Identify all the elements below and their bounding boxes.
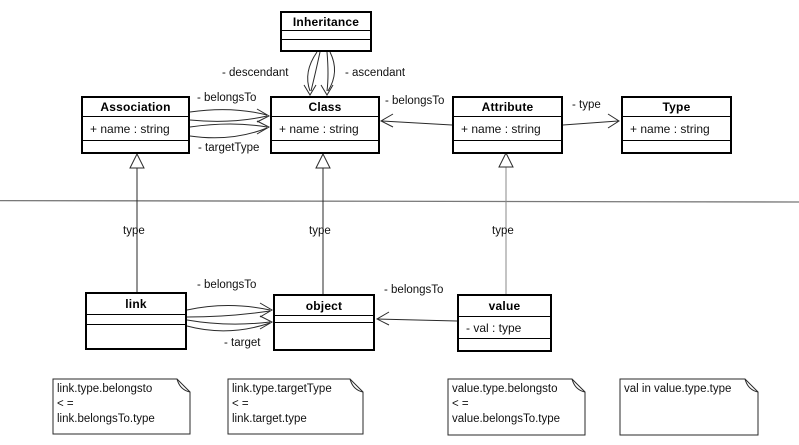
edge-label-attr-belongsto: - belongsTo [385,95,445,107]
class-box-inheritance: Inheritance [280,11,372,52]
edge-association-targettype [189,120,271,139]
class-box-class: Class+ name : string [270,96,380,154]
edge-value-instanceof-attribute [498,151,514,294]
class-name-object: object [275,296,373,316]
edge-label-descendant: - descendant [222,67,289,79]
class-box-value: value- val : type [457,294,552,352]
edge-object-instanceof-class [315,152,331,294]
edge-label-assoc-targettype: - targetType [198,142,260,154]
class-box-link: link [85,292,187,350]
note-line: value.type.belongsto [452,383,558,395]
class-box-object: object [273,294,375,351]
edge-attribute-type [562,113,620,129]
edge-inheritance-ascendant [320,51,335,96]
class-attribute-type-class: + name : string [623,117,730,141]
note-line: link.target.type [232,413,307,425]
class-attribute-association: + name : string [83,117,188,141]
edge-label-value-type: type [492,225,514,237]
note-line: link.type.belongsto [57,383,153,395]
edge-link-instanceof-association [129,152,145,292]
note-line: link.belongsTo.type [57,413,155,425]
class-name-type-class: Type [623,98,730,117]
edge-association-belongsto [189,108,271,123]
edge-label-link-target: - target [224,337,261,349]
note-line: < = [232,398,249,410]
edge-label-attr-type: - type [572,99,601,111]
class-empty-compartment [623,141,730,152]
class-empty-compartment [87,325,185,348]
note-link-targettype-shape [227,378,364,435]
edge-label-link-type: type [123,225,145,237]
note-value-belongsto-text: value.type.belongsto < = value.belongsTo.t… [452,382,580,427]
class-empty-compartment [87,315,185,325]
class-box-association: Association+ name : string [81,96,190,154]
note-link-belongsto-text: link.type.belongsto < = link.belongsTo.typ… [57,382,185,427]
edge-attribute-belongsto [379,113,453,128]
level-separator-line [0,199,799,203]
edge-value-belongsto [375,311,458,326]
class-name-class: Class [272,98,378,117]
class-name-inheritance: Inheritance [282,13,370,31]
edge-label-assoc-belongsto: - belongsTo [197,92,257,104]
edge-inheritance-descendant [303,51,321,96]
class-name-association: Association [83,98,188,117]
class-attribute-class: + name : string [272,117,378,141]
edge-link-belongsto [186,302,273,318]
edge-label-ascendant: - ascendant [345,67,406,79]
class-empty-compartment [275,316,373,323]
class-box-attribute: Attribute+ name : string [452,96,563,154]
class-name-link: link [87,294,185,315]
class-empty-compartment [282,40,370,50]
edge-label-object-type: type [309,225,331,237]
class-attribute-attribute: + name : string [454,117,561,141]
note-value-val-text: val in value.type.type [624,382,753,397]
class-empty-compartment [272,141,378,152]
edge-label-value-belongsto: - belongsTo [384,284,444,296]
class-empty-compartment [83,141,188,152]
note-line: link.type.targetType [232,383,332,395]
note-link-targettype-text: link.type.targetType < = link.target.type [232,382,358,427]
note-line: val in value.type.type [624,383,732,395]
note-line: value.belongsTo.type [452,413,561,425]
edge-label-link-belongsto: - belongsTo [197,279,257,291]
class-empty-compartment [282,31,370,40]
edge-link-target [186,315,274,332]
note-link-belongsto-shape [52,378,191,435]
note-line: < = [452,398,469,410]
class-box-type-class: Type+ name : string [621,96,732,154]
class-name-attribute: Attribute [454,98,561,117]
class-name-value: value [459,296,550,317]
class-empty-compartment [454,141,561,152]
class-empty-compartment [275,323,373,349]
class-attribute-value: - val : type [459,317,550,339]
note-value-belongsto-shape [447,378,586,436]
note-value-val-shape [619,378,759,436]
note-line: < = [57,398,74,410]
class-empty-compartment [459,339,550,350]
